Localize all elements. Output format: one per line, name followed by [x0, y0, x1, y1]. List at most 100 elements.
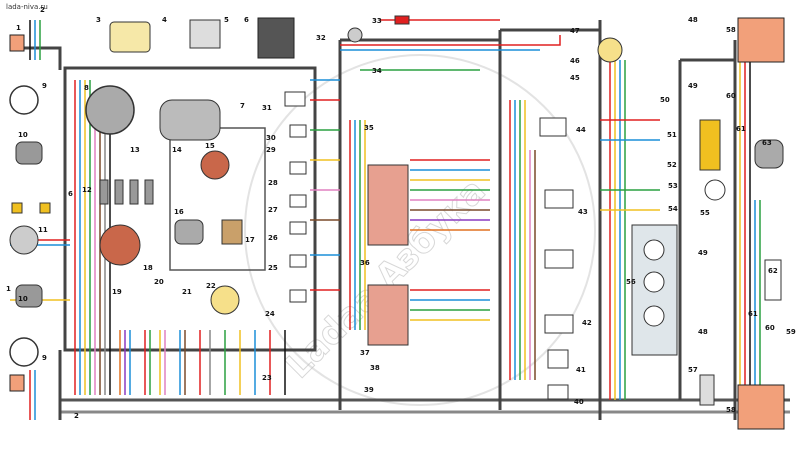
- component-number-24: 24: [265, 310, 275, 318]
- component-number-42: 42: [582, 319, 592, 327]
- component-number-55: 55: [700, 209, 710, 217]
- component-number-36: 36: [360, 259, 370, 267]
- switch-33: [394, 15, 410, 25]
- component-number-1: 1: [16, 24, 21, 32]
- component-number-38: 38: [370, 364, 380, 372]
- component-number-3: 3: [96, 16, 101, 24]
- relay-31: [284, 91, 306, 107]
- washer-pump-upper: [15, 141, 43, 165]
- component-number-35: 35: [364, 124, 374, 132]
- component-number-10: 10: [18, 295, 28, 303]
- component-number-14: 14: [172, 146, 182, 154]
- component-number-58: 58: [726, 26, 736, 34]
- components: [9, 15, 785, 430]
- connector-left-2: [39, 202, 51, 214]
- component-number-6: 6: [244, 16, 249, 24]
- component-number-47: 47: [570, 27, 580, 35]
- motor-16: [174, 219, 204, 245]
- component-number-63: 63: [762, 139, 772, 147]
- component-number-26: 26: [268, 234, 278, 242]
- sensor-15: [200, 150, 230, 180]
- relay-27: [289, 221, 307, 235]
- switch-41: [547, 349, 569, 369]
- wires: [10, 19, 761, 420]
- component-number-52: 52: [667, 161, 677, 169]
- component-number-48: 48: [698, 328, 708, 336]
- switch-42: [544, 314, 574, 334]
- component-number-62: 62: [768, 267, 778, 275]
- component-number-21: 21: [182, 288, 192, 296]
- component-number-53: 53: [668, 182, 678, 190]
- component-number-17: 17: [245, 236, 255, 244]
- component-number-39: 39: [364, 386, 374, 394]
- spark-plug-1: [99, 179, 109, 205]
- fuse-block-37: [367, 284, 409, 346]
- connector-17: [221, 219, 243, 245]
- component-number-29: 29: [266, 146, 276, 154]
- component-number-56: 56: [626, 278, 636, 286]
- component-number-44: 44: [576, 126, 586, 134]
- component-number-34: 34: [372, 67, 382, 75]
- distributor-18: [99, 224, 141, 266]
- fog-lamp: [9, 225, 39, 255]
- component-number-19: 19: [112, 288, 122, 296]
- component-number-31: 31: [262, 104, 272, 112]
- relay-5: [189, 19, 221, 49]
- component-number-8: 8: [84, 84, 89, 92]
- relay-25: [289, 289, 307, 303]
- connector-left: [11, 202, 23, 214]
- heater-62: [764, 259, 782, 301]
- component-number-11: 11: [38, 226, 48, 234]
- component-number-32: 32: [316, 34, 326, 42]
- tail-lamp-lower-58: [737, 384, 785, 430]
- component-number-30: 30: [266, 134, 276, 142]
- starter-7: [159, 99, 221, 141]
- spark-plug-4: [144, 179, 154, 205]
- washer-pump-lower: [15, 284, 43, 308]
- component-number-58: 58: [726, 406, 736, 414]
- component-number-54: 54: [668, 205, 678, 213]
- component-number-37: 37: [360, 349, 370, 357]
- component-number-5: 5: [224, 16, 229, 24]
- component-number-43: 43: [578, 208, 588, 216]
- oil-sensor-22: [210, 285, 240, 315]
- component-number-27: 27: [268, 206, 278, 214]
- relay-28: [289, 194, 307, 208]
- component-number-57: 57: [688, 366, 698, 374]
- component-number-2: 2: [74, 412, 79, 420]
- component-number-12: 12: [82, 186, 92, 194]
- component-number-2: 2: [40, 6, 45, 14]
- spark-plug-3: [129, 179, 139, 205]
- component-number-49: 49: [698, 249, 708, 257]
- component-number-9: 9: [42, 354, 47, 362]
- motor-32: [347, 27, 363, 43]
- component-number-51: 51: [667, 131, 677, 139]
- relay-29: [289, 161, 307, 175]
- lamp-55: [704, 179, 726, 201]
- horn-lower: [9, 337, 39, 367]
- component-number-13: 13: [130, 146, 140, 154]
- component-number-46: 46: [570, 57, 580, 65]
- site-label: lada-niva.ru: [6, 3, 48, 11]
- alternator-8: [85, 85, 135, 135]
- relay-30: [289, 124, 307, 138]
- switch-40: [547, 384, 569, 400]
- component-number-18: 18: [143, 264, 153, 272]
- component-number-33: 33: [372, 17, 382, 25]
- component-number-16: 16: [174, 208, 184, 216]
- component-number-60: 60: [765, 324, 775, 332]
- component-number-40: 40: [574, 398, 584, 406]
- component-number-6: 6: [68, 190, 73, 198]
- component-number-23: 23: [262, 374, 272, 382]
- horn-upper: [9, 85, 39, 115]
- component-number-41: 41: [576, 366, 586, 374]
- component-number-59: 59: [786, 328, 796, 336]
- component-number-9: 9: [42, 82, 47, 90]
- component-number-22: 22: [206, 282, 216, 290]
- component-number-15: 15: [205, 142, 215, 150]
- component-number-60: 60: [726, 92, 736, 100]
- component-number-61: 61: [748, 310, 758, 318]
- tail-lamp-upper-58: [737, 17, 785, 63]
